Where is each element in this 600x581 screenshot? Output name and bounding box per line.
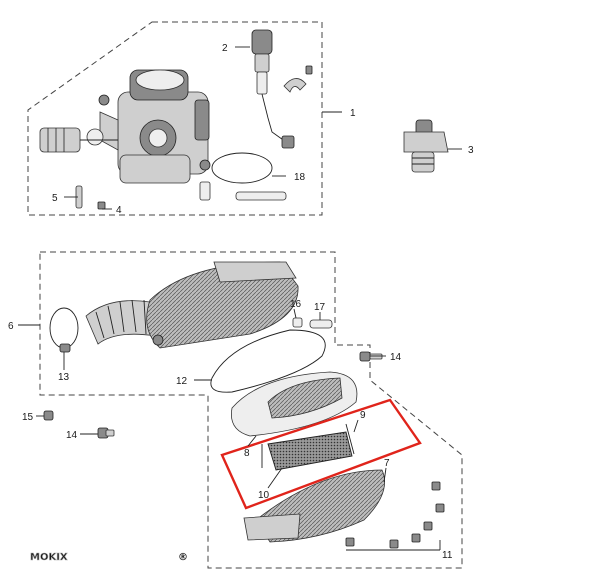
callout-8: 8 — [244, 448, 250, 459]
choke-linkage — [39, 127, 118, 153]
callout-16: 16 — [290, 299, 302, 310]
highlight-frame — [220, 398, 422, 510]
callout-6: 6 — [8, 321, 14, 332]
air-box-lower — [243, 469, 386, 543]
air-filter-group-outline — [39, 251, 463, 569]
callout-2: 2 — [222, 43, 228, 54]
air-box-gasket — [210, 329, 326, 393]
callout-3: 3 — [468, 145, 474, 156]
filter-element — [231, 371, 358, 437]
filter-screen — [261, 423, 355, 471]
callout-5: 5 — [52, 193, 58, 204]
watermark-registered: ® — [178, 552, 188, 563]
callout-15: 15 — [22, 412, 34, 423]
intake-duct — [85, 299, 157, 345]
bolt-upper — [359, 351, 383, 362]
callout-14-upper: 14 — [390, 352, 402, 363]
callout-10: 10 — [258, 490, 270, 501]
callout-1: 1 — [350, 108, 356, 119]
watermark-brand: MOKIX — [30, 552, 68, 563]
air-box-cover — [146, 261, 299, 349]
carburetor-group-outline — [27, 21, 323, 216]
callout-7: 7 — [384, 458, 390, 469]
leader-lines — [18, 46, 462, 551]
bolt-lower-left — [43, 410, 115, 439]
callout-labels: 2 1 3 5 4 18 6 13 12 16 17 14 14 15 8 9 … — [8, 43, 474, 561]
callout-9: 9 — [360, 410, 366, 421]
callout-12: 12 — [176, 376, 188, 387]
watermark-logo: MOKIX ® — [30, 552, 188, 564]
callout-4: 4 — [116, 205, 122, 216]
jet-and-screw — [75, 181, 211, 210]
callout-11: 11 — [442, 550, 453, 561]
callout-18: 18 — [294, 172, 306, 183]
hose-clamp — [49, 307, 79, 353]
callout-17: 17 — [314, 302, 326, 313]
callout-14-lower: 14 — [66, 430, 78, 441]
gasket-ring — [211, 152, 287, 201]
callout-13: 13 — [58, 372, 70, 383]
small-fasteners — [292, 317, 333, 329]
housing-screws — [345, 481, 445, 549]
auto-choke — [251, 29, 295, 149]
retaining-clip — [283, 65, 313, 93]
throttle-sensor — [403, 119, 449, 173]
carburetor — [98, 69, 211, 184]
